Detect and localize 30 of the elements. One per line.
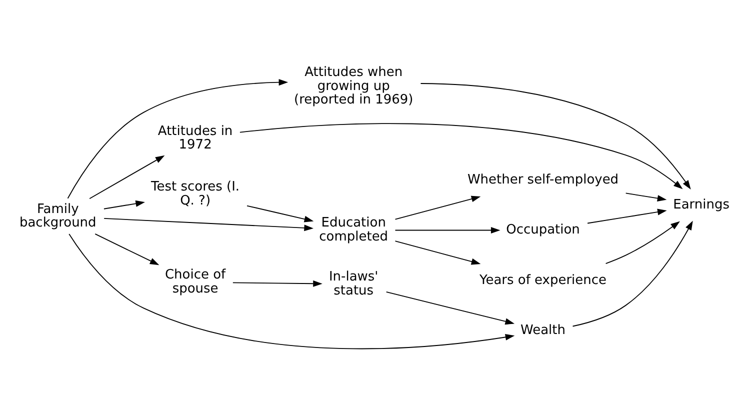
arrow [420, 83, 691, 190]
arrow [94, 234, 160, 266]
node-text: In-laws' status [328, 270, 378, 298]
node-text: Wealth [520, 322, 566, 338]
arrow [394, 226, 500, 234]
arrow [394, 196, 481, 220]
arrow [246, 205, 314, 222]
node-text: Family background [19, 202, 96, 231]
arrow [394, 240, 481, 265]
arrow [386, 292, 515, 325]
arrow [605, 221, 680, 264]
arrow [67, 79, 288, 199]
arrow [240, 123, 683, 190]
arrow [625, 192, 667, 202]
arrow [104, 200, 145, 210]
node-text: Choice of spouse [164, 268, 226, 297]
arrow [587, 208, 667, 224]
arrow [572, 220, 693, 327]
arrow [104, 218, 314, 232]
node-text: Years of experience [480, 272, 607, 288]
node-text: Education completed [319, 216, 388, 245]
node-text: Whether self-employed [467, 172, 619, 188]
node-text: Occupation [506, 222, 580, 238]
node-text: Earnings [673, 198, 730, 213]
arrow [68, 234, 515, 350]
arrow [89, 155, 165, 200]
node-text: Attitudes when growing up (reported in 1969) [294, 64, 414, 108]
node-text: Attitudes in 1972 [158, 124, 233, 153]
arrow [232, 280, 322, 287]
node-text: Test scores (I. Q. ?) [151, 179, 240, 208]
